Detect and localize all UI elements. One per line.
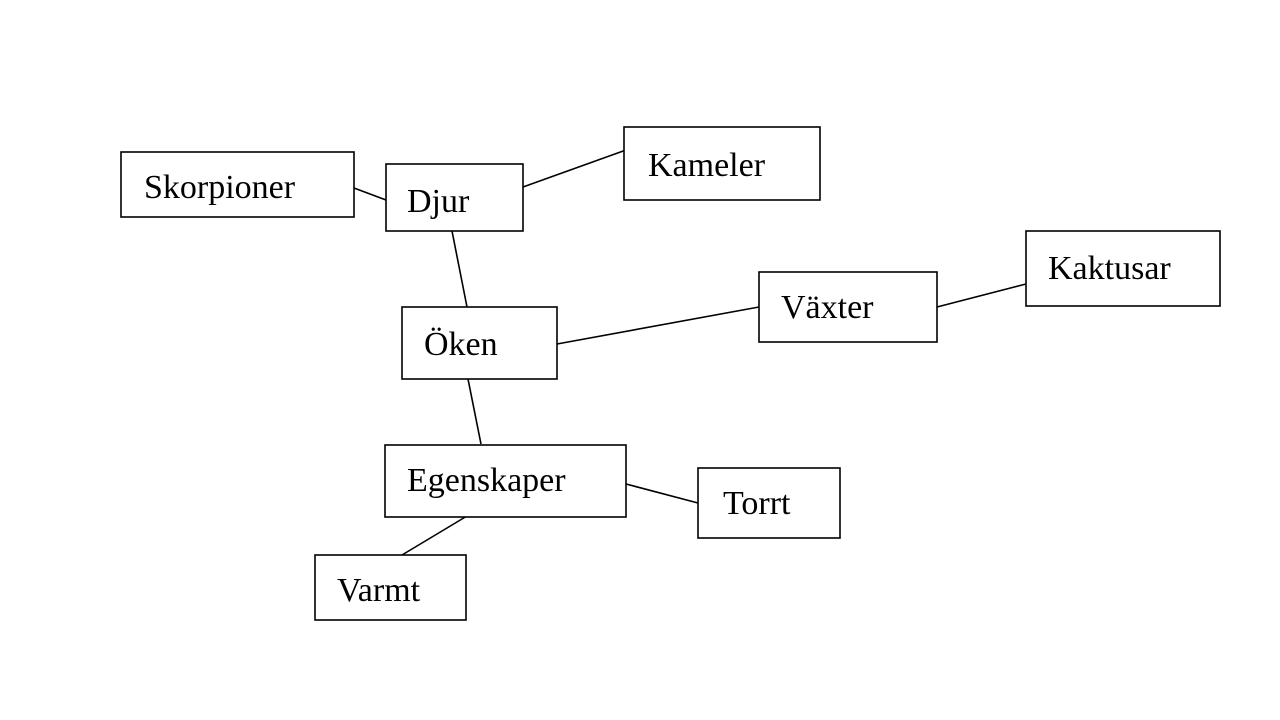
node-djur: Djur (385, 163, 524, 232)
edge-egenskaper-torrt (625, 483, 699, 504)
node-label: Torrt (723, 485, 791, 522)
node-kaktusar: Kaktusar (1025, 230, 1221, 307)
node-label: Skorpioner (144, 169, 296, 206)
edge-oken-vaxter (556, 306, 760, 345)
node-label: Kameler (648, 147, 766, 184)
node-skorpioner: Skorpioner (120, 151, 355, 218)
connectors (353, 149, 1027, 556)
edge-skorpioner-djur (353, 187, 387, 201)
node-label: Egenskaper (407, 462, 566, 499)
node-label: Varmt (337, 572, 421, 609)
node-label: Kaktusar (1048, 250, 1171, 287)
node-label: Öken (424, 326, 498, 363)
edge-egenskaper-varmt (401, 515, 468, 556)
node-oken: Öken (401, 306, 558, 380)
node-torrt: Torrt (697, 467, 841, 539)
edge-djur-oken (451, 230, 468, 308)
node-varmt: Varmt (314, 554, 467, 621)
node-vaxter: Växter (758, 271, 938, 343)
node-egenskaper: Egenskaper (384, 444, 627, 518)
edge-djur-kameler (522, 149, 627, 188)
edge-vaxter-kaktusar (936, 283, 1027, 308)
edge-oken-egenskaper (467, 378, 482, 445)
node-label: Djur (407, 183, 470, 220)
node-kameler: Kameler (623, 126, 821, 201)
node-label: Växter (781, 289, 874, 326)
